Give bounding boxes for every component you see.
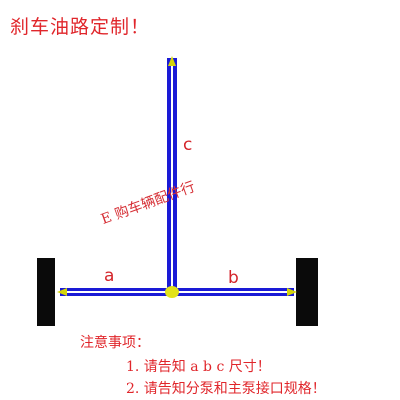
page-title: 刹车油路定制！ (10, 16, 151, 38)
label-a: a (104, 266, 115, 286)
note-item-1: 1. 请告知 a b c 尺寸！ (126, 359, 271, 375)
left-wheel (37, 258, 55, 326)
notes-heading: 注意事项： (80, 335, 150, 351)
junction-point (165, 286, 179, 298)
arrow-up-icon (168, 56, 176, 66)
arrow-left-icon (57, 288, 67, 296)
label-c: c (183, 135, 193, 155)
label-b: b (228, 268, 239, 288)
note-item-2: 2. 请告知分泵和主泵接口规格！ (126, 381, 326, 397)
vertical-brake-line (167, 58, 177, 292)
right-wheel (296, 258, 318, 326)
arrow-right-icon (287, 288, 297, 296)
